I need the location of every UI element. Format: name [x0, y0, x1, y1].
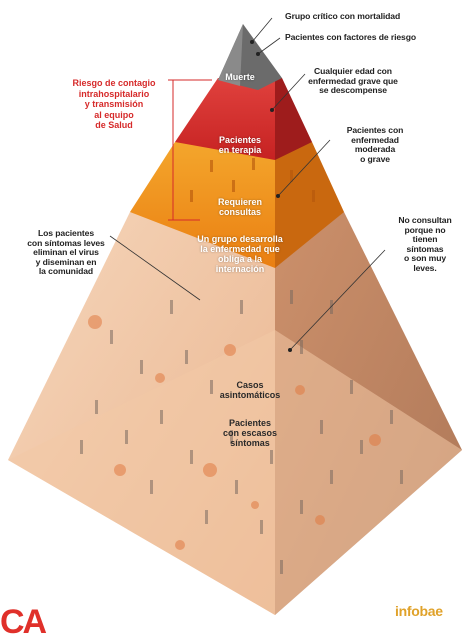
label-critical-group: Grupo crítico con mortalidad [285, 12, 455, 22]
label-no-consult: No consultanporque notienensíntomaso son… [385, 216, 465, 274]
tier-asymptomatic-label: Casosasintomáticos [200, 380, 300, 400]
tier-internment-label: Un grupo desarrollala enfermedad queobli… [180, 234, 300, 274]
brand-cut-text: CA [0, 605, 45, 639]
label-moderate: Pacientes conenfermedadmoderadao grave [330, 126, 420, 164]
tier-consult-label: Requierenconsultas [200, 197, 280, 217]
tier-few-symptoms-label: Pacientescon escasossíntomas [200, 418, 300, 448]
label-risk-factors: Pacientes con factores de riesgo [285, 33, 455, 43]
label-any-age: Cualquier edad conenfermedad grave quese… [298, 67, 408, 96]
label-risk-contagion: Riesgo de contagiointrahospitalarioy tra… [58, 78, 170, 131]
tier-death-label: Muerte [210, 72, 270, 82]
tier-therapy-label: Pacientesen terapia [200, 135, 280, 155]
infobae-logo: infobae [395, 603, 443, 619]
label-mild-symptoms: Los pacientescon síntomas leveseliminan … [14, 229, 118, 277]
